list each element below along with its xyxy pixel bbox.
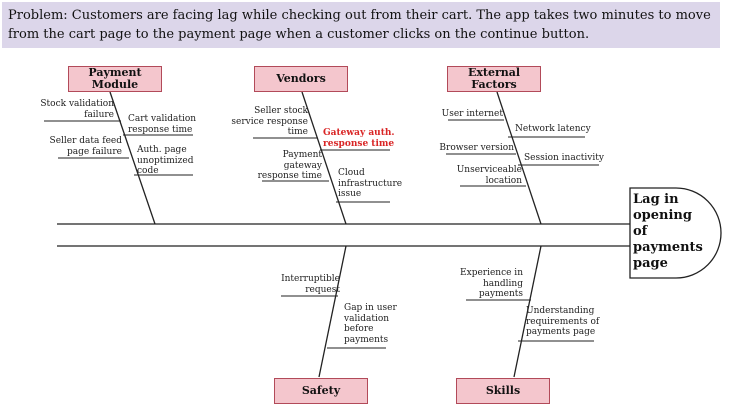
- bone-skills: [513, 245, 542, 378]
- cause-unserviceable-location: Unserviceable location: [456, 165, 522, 186]
- cause-seller-stock-service-response-time: Seller stock service response time: [231, 106, 308, 137]
- cause-network-latency: Network latency: [515, 124, 591, 134]
- cause-gap-in-user-validation: Gap in user validation before payments: [344, 303, 397, 345]
- cause-interruptible-request: Interruptible request: [281, 274, 340, 295]
- cause-payment-gateway-response-time: Payment gateway response time: [257, 150, 322, 181]
- cause-auth-page-unoptimized-code: Auth. page unoptimized code: [137, 145, 194, 176]
- category-skills: Skills: [456, 378, 550, 404]
- cause-session-inactivity: Session inactivity: [524, 153, 604, 163]
- category-vendors: Vendors: [254, 66, 348, 92]
- bone-external-factors: [496, 91, 542, 225]
- problem-statement: Problem: Customers are facing lag while …: [2, 2, 720, 48]
- bone-payment-module: [109, 91, 156, 225]
- cause-gateway-auth-response-time: Gateway auth. response time: [323, 128, 395, 149]
- cause-understanding-requirements: Understanding requirements of payments p…: [526, 306, 600, 337]
- fish-head-outline: [629, 187, 722, 279]
- cause-browser-version: Browser version: [439, 143, 514, 153]
- cause-experience-handling-payments: Experience in handling payments: [460, 268, 523, 299]
- category-external-factors: External Factors: [447, 66, 541, 92]
- bone-safety: [318, 245, 347, 378]
- category-payment-module: Payment Module: [68, 66, 162, 92]
- cause-seller-data-feed-page-failure: Seller data feed page failure: [49, 136, 122, 157]
- cause-cloud-infrastructure-issue: Cloud infrastructure issue: [338, 168, 403, 199]
- cause-user-internet: User internet: [441, 109, 503, 119]
- effect-label: Lag in opening of payments page: [633, 192, 703, 271]
- cause-cart-validation-response-time: Cart validation response time: [128, 114, 197, 135]
- cause-stock-validation-failure: Stock validation failure: [40, 99, 114, 120]
- category-safety: Safety: [274, 378, 368, 404]
